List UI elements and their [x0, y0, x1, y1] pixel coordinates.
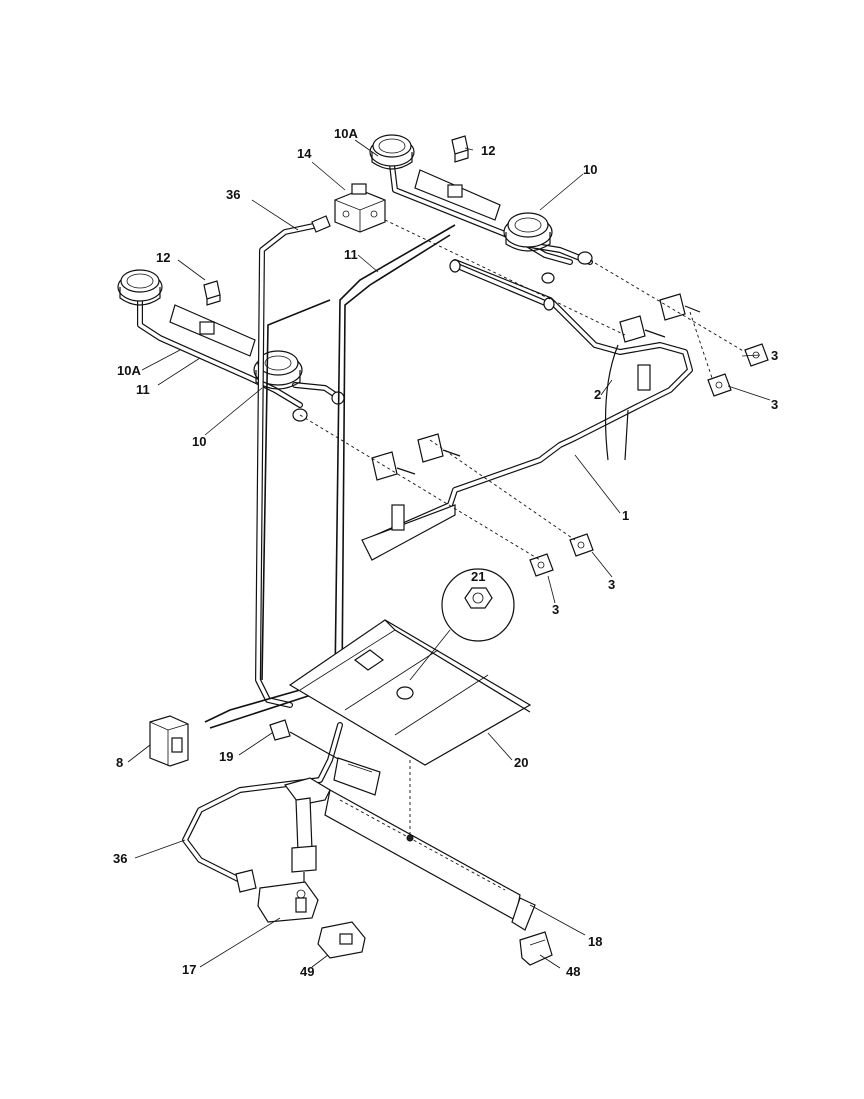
pressure-regulator: [334, 183, 386, 233]
heat-shield-20: [288, 619, 532, 766]
gas-line-36: [182, 215, 343, 893]
callout-10A-left: 10A: [117, 363, 141, 378]
bracket-49: [317, 921, 366, 959]
callout-49: 49: [300, 964, 314, 979]
callout-8: 8: [116, 755, 123, 770]
callout-10-left: 10: [192, 434, 206, 449]
left-burner-assembly: [117, 269, 345, 422]
ignitor-wire-2: [604, 344, 629, 461]
callout-10A-right: 10A: [334, 126, 358, 141]
callout-36-top: 36: [226, 187, 240, 202]
callout-3-a: 3: [771, 348, 778, 363]
callout-1: 1: [622, 508, 629, 523]
clip-12-right: [451, 135, 469, 163]
bracket-48: [519, 931, 553, 966]
valve-group: [299, 219, 769, 577]
callout-10-right: 10: [583, 162, 597, 177]
callout-36-bottom: 36: [113, 851, 127, 866]
callout-11-top: 11: [344, 247, 358, 262]
callout-21: 21: [471, 569, 485, 584]
callout-11-left: 11: [136, 382, 150, 397]
callout-3-b: 3: [771, 397, 778, 412]
callout-19: 19: [219, 749, 233, 764]
callout-17: 17: [182, 962, 196, 977]
callout-2: 2: [594, 387, 601, 402]
callout-14: 14: [297, 146, 312, 161]
oven-valve-17: [257, 881, 319, 923]
part-8-block: [149, 715, 189, 767]
callout-18: 18: [588, 934, 602, 949]
callout-48: 48: [566, 964, 580, 979]
callout-12-left: 12: [156, 250, 170, 265]
callout-20: 20: [514, 755, 528, 770]
callout-labels: 1 2 3 3 3 3 8 10 10 10A 10A 11 11 12 12 …: [113, 126, 778, 979]
callout-12-right: 12: [481, 143, 495, 158]
leader-lines: [127, 139, 771, 969]
callout-3-d: 3: [552, 602, 559, 617]
manifold-pipe: [361, 259, 693, 561]
clip-12-left: [203, 280, 221, 306]
rear-tube: [449, 259, 555, 311]
right-burner-assembly: [369, 134, 593, 284]
callout-3-c: 3: [608, 577, 615, 592]
nut-21-detail: [409, 568, 515, 681]
oven-burner-18: [283, 760, 536, 931]
ignitor-19: [269, 719, 381, 796]
